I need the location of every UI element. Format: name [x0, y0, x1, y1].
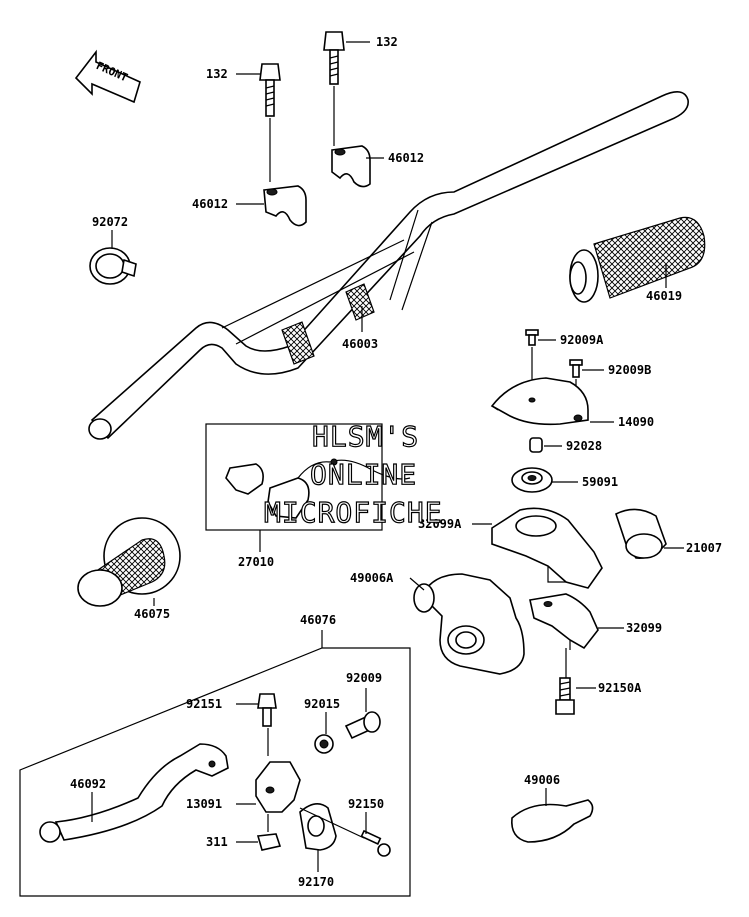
switch-27010-frame [205, 423, 383, 531]
nut-92015 [314, 734, 334, 754]
label-92072: 92072 [92, 215, 128, 229]
label-59091: 59091 [582, 475, 618, 489]
nut-311 [256, 833, 282, 851]
throttle-housing-49006A [413, 573, 525, 675]
clamp-46012-lower [263, 185, 307, 227]
label-46092: 46092 [70, 777, 106, 791]
label-27010: 27010 [238, 555, 274, 569]
clamp-32099 [529, 593, 599, 650]
screw-92009A [525, 329, 539, 346]
lever-assembly-46076-frame [19, 647, 411, 897]
label-92009B: 92009B [608, 363, 651, 377]
label-32099A: 32099A [418, 517, 462, 531]
label-132-left: 132 [206, 67, 228, 81]
label-92150: 92150 [348, 797, 384, 811]
leader-lines [91, 41, 684, 872]
label-92009A: 92009A [560, 333, 604, 347]
label-46075: 46075 [134, 607, 170, 621]
label-92028: 92028 [566, 439, 602, 453]
watermark-line-1: HLSM'S [312, 420, 419, 453]
bolt-92150A [555, 677, 575, 715]
bolt-92151 [257, 693, 277, 727]
bolt-132-left [259, 63, 281, 117]
clamp-46012-upper [331, 145, 371, 188]
cap-59091 [511, 467, 553, 493]
bolt-92150 [299, 807, 391, 857]
adjuster-21007 [615, 508, 667, 560]
handlebar [88, 91, 689, 440]
collar-92028 [529, 437, 543, 453]
label-92009: 92009 [346, 671, 382, 685]
label-46012-upper: 46012 [388, 151, 424, 165]
watermark-line-3: MICROFICHE [264, 496, 443, 529]
grip-46075 [77, 517, 181, 607]
housing-32099A [491, 507, 603, 589]
screw-92009B [569, 359, 583, 378]
bolt-132-right [323, 31, 345, 85]
label-92170: 92170 [298, 875, 334, 889]
lever-46092 [39, 743, 229, 843]
label-49006: 49006 [524, 773, 560, 787]
label-92150A: 92150A [598, 681, 642, 695]
cover-49006 [511, 799, 594, 843]
label-311: 311 [206, 835, 228, 849]
label-92015: 92015 [304, 697, 340, 711]
cover-14090 [490, 377, 589, 426]
front-arrow-icon: FRONT [74, 49, 141, 104]
grip-46019 [569, 216, 706, 303]
label-13091: 13091 [186, 797, 222, 811]
label-46003: 46003 [342, 337, 378, 351]
label-46012-lower: 46012 [192, 197, 228, 211]
label-46019: 46019 [646, 289, 682, 303]
bracket-13091 [255, 761, 301, 813]
label-92151: 92151 [186, 697, 222, 711]
label-21007: 21007 [686, 541, 722, 555]
watermark-line-2: ONLINE [310, 458, 417, 491]
label-32099: 32099 [626, 621, 662, 635]
switch-27010 [225, 458, 411, 519]
adjuster-92009 [344, 711, 381, 740]
label-49006A: 49006A [350, 571, 394, 585]
clip-92072 [89, 247, 137, 285]
label-14090: 14090 [618, 415, 654, 429]
watermark: HLSM'S ONLINE MICROFICHE [263, 419, 443, 529]
label-132-right: 132 [376, 35, 398, 49]
label-46076: 46076 [300, 613, 336, 627]
holder-92170 [299, 803, 337, 851]
